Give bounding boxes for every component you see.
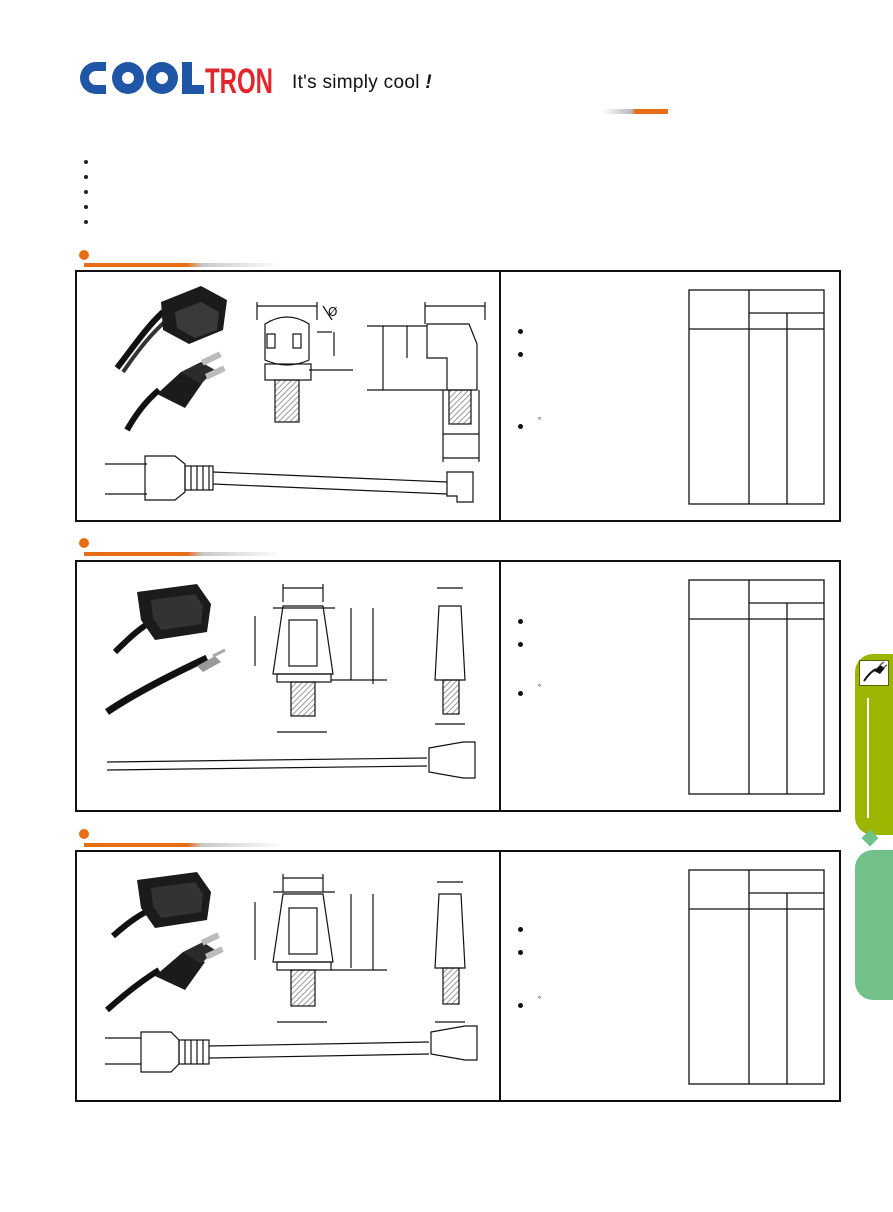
spec-bullet (518, 1003, 523, 1008)
cord-assembly-drawing (105, 455, 474, 503)
section-3-marker (79, 829, 89, 839)
spec-bullet (518, 424, 523, 429)
connector-side-view (434, 587, 466, 725)
intro-bullet (84, 220, 88, 224)
spec-bullet (518, 619, 523, 624)
section-3-panel: ° (75, 850, 841, 1102)
spec-bullet (518, 691, 523, 696)
section-3-drawing (104, 872, 478, 1073)
intro-bullet (84, 190, 88, 194)
section-1-marker (79, 250, 89, 260)
section-1-divider (499, 272, 501, 520)
section-3-rule (84, 843, 282, 847)
section-2-marker (79, 538, 89, 548)
section-2-divider (499, 562, 501, 810)
spec-bullet (518, 642, 523, 647)
intro-bullet-list (84, 160, 94, 235)
section-2-drawing (105, 584, 476, 779)
degree-mark: ° (538, 683, 542, 692)
spec-bullet (518, 950, 523, 955)
plug-icon (859, 660, 889, 686)
connector-front-view (254, 584, 387, 733)
side-tab-category[interactable] (855, 654, 893, 835)
connector-photo (105, 584, 226, 715)
intro-bullet (84, 160, 88, 164)
section-1-drawing: Ø (105, 286, 486, 503)
header-accent-bar (602, 109, 668, 114)
cord-assembly-drawing (105, 1025, 478, 1073)
connector-side-view (367, 302, 486, 462)
spec-bullet (518, 329, 523, 334)
spec-table (688, 579, 825, 795)
section-1-panel: Ø (75, 270, 841, 522)
connector-front-view (254, 874, 387, 1023)
spec-table (688, 289, 825, 505)
tagline: It's simply cool ! (292, 72, 432, 94)
intro-bullet (84, 205, 88, 209)
tagline-text: It's simply cool (292, 72, 420, 93)
brand-text-red: TRON (205, 62, 273, 96)
section-3-divider (499, 852, 501, 1100)
section-2-panel: ° (75, 560, 841, 812)
cord-assembly-drawing (106, 741, 476, 779)
degree-mark: ° (538, 416, 542, 425)
degree-mark: ° (538, 995, 542, 1004)
section-2-rule (84, 552, 282, 556)
side-tab-secondary[interactable] (855, 850, 893, 1000)
connector-photo (114, 286, 227, 432)
tagline-mark: ! (425, 72, 432, 93)
spec-table (688, 869, 825, 1085)
cooltron-logo: TRON (80, 62, 273, 96)
section-1-rule (84, 263, 282, 267)
diameter-symbol: Ø (328, 305, 337, 319)
side-tab-rule (867, 698, 869, 818)
connector-side-view (434, 881, 466, 1023)
intro-bullet (84, 175, 88, 179)
connector-front-view (256, 302, 353, 423)
spec-bullet (518, 927, 523, 932)
connector-photo (104, 872, 224, 1013)
spec-bullet (518, 352, 523, 357)
